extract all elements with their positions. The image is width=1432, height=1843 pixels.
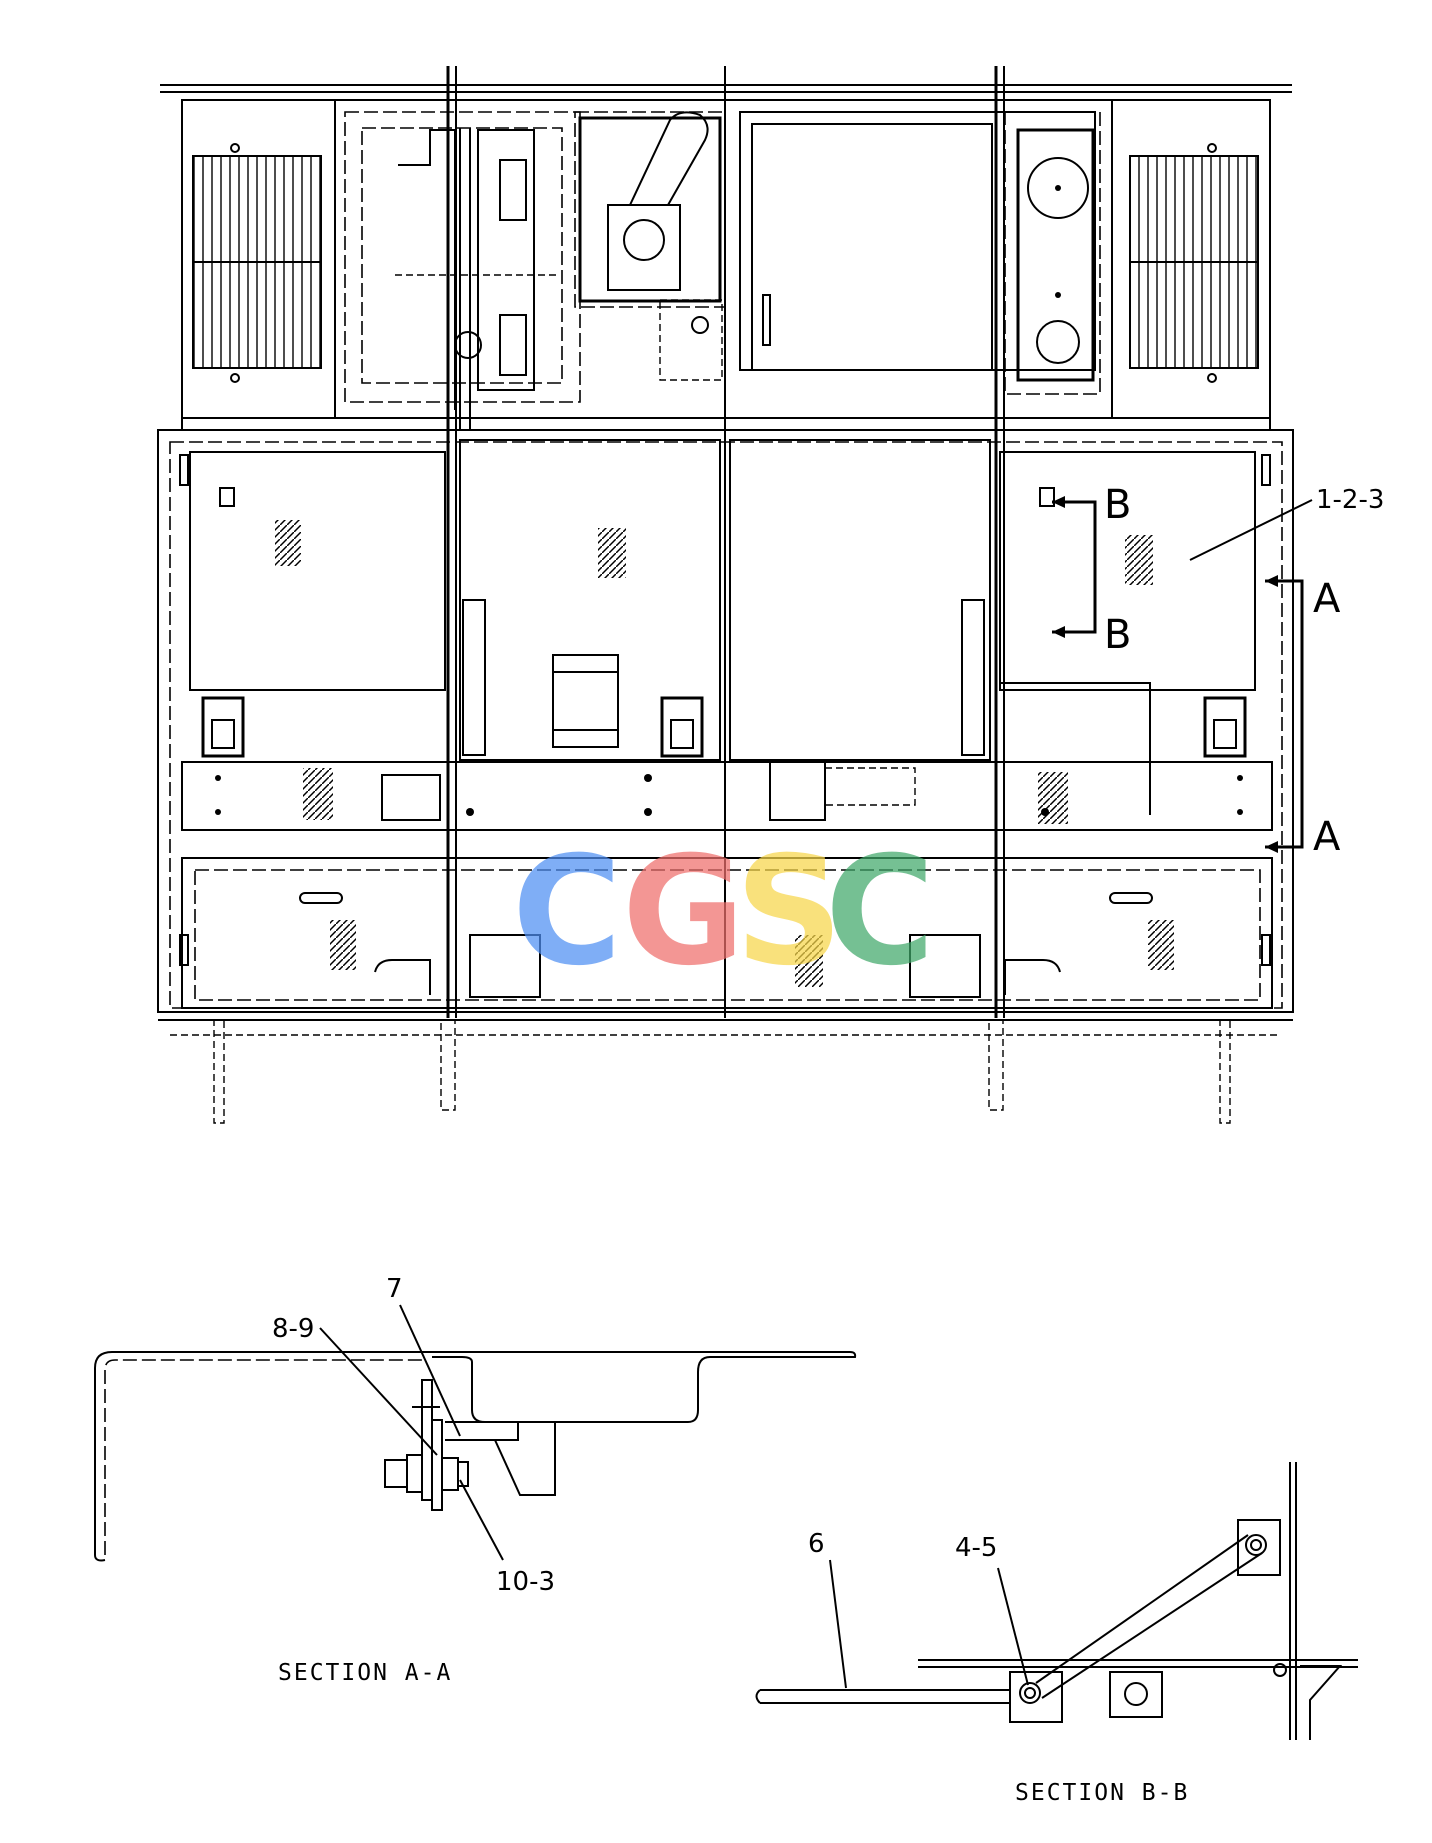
callout-7-label: 7 [386, 1274, 403, 1304]
section-a-label-top: A [1313, 576, 1341, 622]
callout-6-label: 6 [808, 1529, 825, 1559]
callout-4-5-label: 4-5 [955, 1533, 997, 1563]
watermark-letter: G [622, 825, 745, 999]
vent [330, 920, 356, 970]
section-b-label-top: B [1104, 482, 1131, 528]
vent [598, 528, 626, 578]
watermark: C G S C [512, 825, 935, 999]
section-a-marker: A A [1265, 575, 1341, 860]
main-view [157, 66, 1294, 1124]
vent [1125, 535, 1153, 585]
vent [303, 768, 333, 820]
vent [275, 520, 301, 566]
section-b-title: SECTION B-B [1015, 1780, 1189, 1806]
watermark-letter: S [735, 825, 843, 999]
section-a-view: 8-9 7 10-3 SECTION A-A [94, 1274, 857, 1686]
callout-label: 1-2-3 [1316, 485, 1384, 515]
section-b-view: 6 4-5 SECTION B-B [755, 1462, 1358, 1806]
callout-panel: 1-2-3 [1189, 485, 1384, 561]
section-a-title: SECTION A-A [278, 1660, 452, 1686]
callout-10-3-label: 10-3 [496, 1567, 555, 1597]
callout-8-9-label: 8-9 [272, 1314, 314, 1344]
section-b-label-bottom: B [1104, 612, 1131, 658]
vent [1148, 920, 1174, 970]
section-b-marker: B B [1052, 482, 1131, 658]
vent [795, 935, 823, 987]
watermark-letter: C [825, 825, 935, 999]
vent [1038, 772, 1068, 824]
watermark-letter: C [512, 825, 622, 999]
section-a-label-bottom: A [1313, 814, 1341, 860]
